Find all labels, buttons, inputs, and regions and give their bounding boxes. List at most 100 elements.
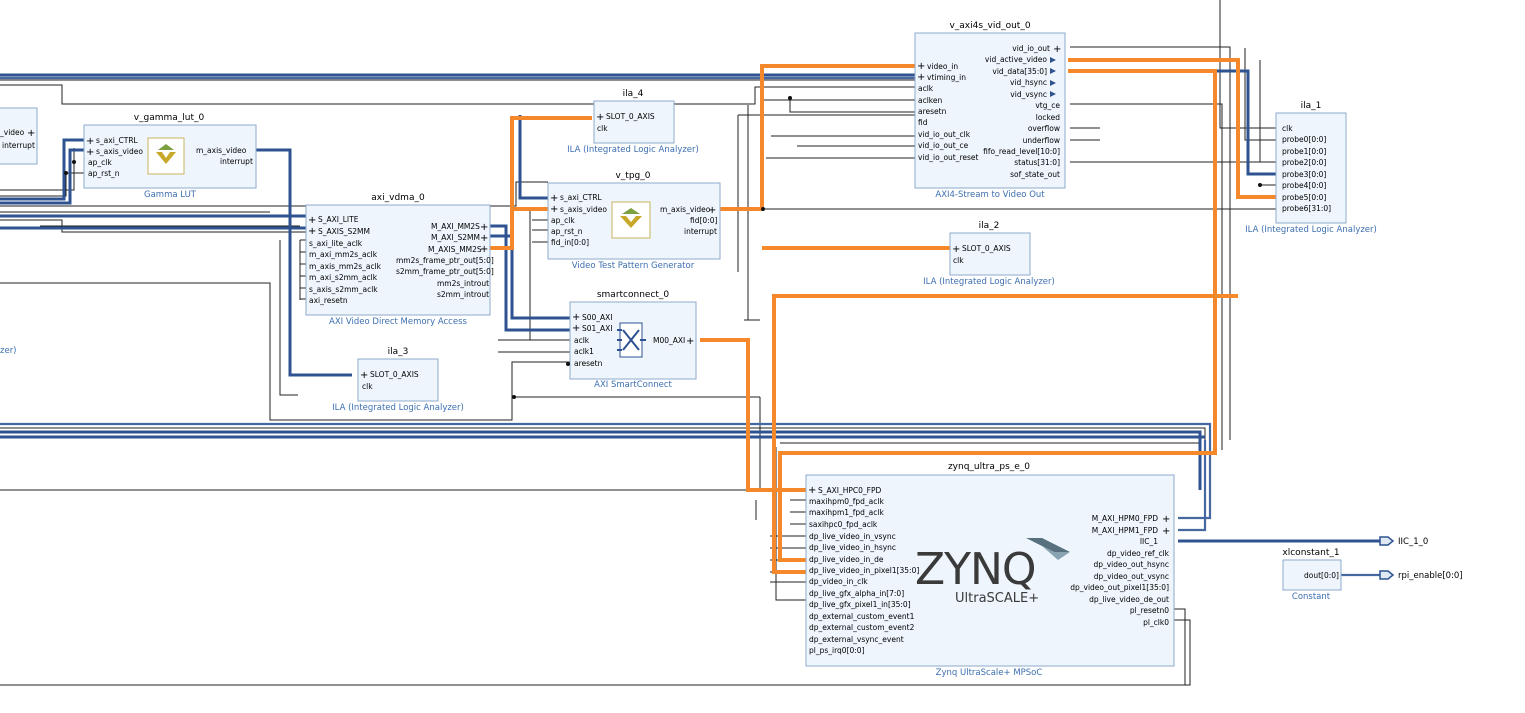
pin-m-axi-mm2s-aclk[interactable]: m_axi_mm2s_aclk <box>309 250 378 259</box>
block-xlconstant-1[interactable]: xlconstant_1 dout[0:0] Constant <box>1282 548 1342 602</box>
block-ila-4[interactable]: ila_4 SLOT_0_AXIS clk + ILA (Integrated … <box>567 89 699 155</box>
pin-underflow[interactable]: underflow <box>1023 136 1060 145</box>
pin-sof-state-out[interactable]: sof_state_out <box>1010 170 1060 179</box>
pin-vid-io-out-clk[interactable]: vid_io_out_clk <box>918 130 971 139</box>
pin-m00-axi[interactable]: M00_AXI <box>653 336 685 345</box>
pin-s-axis-video[interactable]: s_axis_video <box>96 147 143 156</box>
pin-s-axis-s2mm[interactable]: S_AXIS_S2MM <box>318 227 370 236</box>
pin-ap-clk[interactable]: ap_clk <box>551 216 575 225</box>
block-zynq-ultra-ps-e-0[interactable]: zynq_ultra_ps_e_0 + S_AXI_HPC0_FPD maxih… <box>805 462 1175 678</box>
block-v-gamma-lut-0[interactable]: v_gamma_lut_0 s_axi_CTRL s_axis_video ap… <box>83 113 257 200</box>
pin-m-axis-video[interactable]: m_axis_video <box>196 146 247 155</box>
block-ila-2[interactable]: ila_2 SLOT_0_AXIS clk + ILA (Integrated … <box>923 221 1055 287</box>
pin-aclk[interactable]: aclk <box>574 336 590 345</box>
pin-fid[interactable]: fid <box>918 118 928 127</box>
pin-mm2s-frame-ptr-out[interactable]: mm2s_frame_ptr_out[5:0] <box>396 256 494 265</box>
pin-s00-axi[interactable]: S00_AXI <box>582 313 613 322</box>
pin-clk[interactable]: clk <box>597 124 608 133</box>
pin-vid-active-video[interactable]: vid_active_video <box>985 55 1047 64</box>
pin-clk[interactable]: clk <box>953 256 964 265</box>
pin-s-axi-lite[interactable]: S_AXI_LITE <box>318 215 359 224</box>
pin-locked[interactable]: locked <box>1036 113 1060 122</box>
pin-vid-vsync[interactable]: vid_vsync <box>1010 90 1047 99</box>
pin-dp-live-video-in-hsync[interactable]: dp_live_video_in_hsync <box>809 543 896 552</box>
pin-iic-1[interactable]: IIC_1 <box>1140 537 1158 546</box>
pin-m-axis-mm2s[interactable]: M_AXIS_MM2S <box>428 245 482 254</box>
pin-s-axi-lite-aclk[interactable]: s_axi_lite_aclk <box>309 239 363 248</box>
pin-pl-resetn0[interactable]: pl_resetn0 <box>1130 606 1169 615</box>
pin-interrupt[interactable]: interrupt <box>220 157 253 166</box>
pin-vid-data[interactable]: vid_data[35:0] <box>992 67 1047 76</box>
pin-m-axi-hpm0-fpd[interactable]: M_AXI_HPM0_FPD <box>1092 514 1158 523</box>
block-smartconnect-0[interactable]: smartconnect_0 + + S00_AXI S01_AXI aclk … <box>569 290 697 390</box>
pin-overflow[interactable]: overflow <box>1028 124 1060 133</box>
pin-dp-live-gfx-pixel1-in[interactable]: dp_live_gfx_pixel1_in[35:0] <box>809 600 911 609</box>
pin-vtg-ce[interactable]: vtg_ce <box>1035 101 1060 110</box>
block-ila-3[interactable]: ila_3 SLOT_0_AXIS clk + ILA (Integrated … <box>332 347 464 413</box>
pin-dp-live-video-de-out[interactable]: dp_live_video_de_out <box>1089 595 1169 604</box>
pin-fid[interactable]: fid[0:0] <box>690 216 717 225</box>
pin-m-axi-mm2s[interactable]: M_AXI_MM2S <box>431 222 480 231</box>
pin-ap-rst-n[interactable]: ap_rst_n <box>551 227 583 236</box>
external-port-rpi-enable[interactable]: rpi_enable[0:0] <box>1379 570 1463 581</box>
pin-dp-live-gfx-alpha-in[interactable]: dp_live_gfx_alpha_in[7:0] <box>809 589 904 598</box>
pin-dp-live-video-in-de[interactable]: dp_live_video_in_de <box>809 555 884 564</box>
partial-block-left[interactable]: _video interrupt + zer) <box>0 107 38 356</box>
pin-saxihpc0-fpd-aclk[interactable]: saxihpc0_fpd_aclk <box>809 520 878 529</box>
pin-status[interactable]: status[31:0] <box>1014 158 1060 167</box>
pin-dp-video-out-pixel1[interactable]: dp_video_out_pixel1[35:0] <box>1070 583 1169 592</box>
block-axi-vdma-0[interactable]: axi_vdma_0 + + S_AXI_LITE S_AXIS_S2MM s_… <box>305 193 494 327</box>
pin-dp-live-video-in-pixel1[interactable]: dp_live_video_in_pixel1[35:0] <box>809 566 919 575</box>
pin-probe4[interactable]: probe4[0:0] <box>1282 181 1326 190</box>
block-v-axi4s-vid-out-0[interactable]: v_axi4s_vid_out_0 + + video_in vtiming_i… <box>914 21 1066 200</box>
pin-aclken[interactable]: aclken <box>918 96 942 105</box>
pin-vid-hsync[interactable]: vid_hsync <box>1010 78 1047 87</box>
pin-m-axi-s2mm-aclk[interactable]: m_axi_s2mm_aclk <box>309 273 378 282</box>
pin-probe2[interactable]: probe2[0:0] <box>1282 158 1326 167</box>
pin-maxihpm0-fpd-aclk[interactable]: maxihpm0_fpd_aclk <box>809 497 884 506</box>
pin-dp-video-ref-clk[interactable]: dp_video_ref_clk <box>1107 549 1170 558</box>
pin-axi-resetn[interactable]: axi_resetn <box>309 296 348 305</box>
pin-s-axi-ctrl[interactable]: s_axi_CTRL <box>560 193 603 202</box>
pin-interrupt[interactable]: interrupt <box>684 227 717 236</box>
pin-slot-0-axis[interactable]: SLOT_0_AXIS <box>606 112 655 121</box>
pin-aclk1[interactable]: aclk1 <box>574 347 594 356</box>
pin-clk[interactable]: clk <box>1282 124 1293 133</box>
pin-aresetn[interactable]: aresetn <box>574 359 603 368</box>
pin-vid-io-out-reset[interactable]: vid_io_out_reset <box>918 153 979 162</box>
pin-s-axi-ctrl[interactable]: s_axi_CTRL <box>96 136 139 145</box>
pin-slot-0-axis[interactable]: SLOT_0_AXIS <box>370 370 419 379</box>
pin-ap-rst-n[interactable]: ap_rst_n <box>88 169 120 178</box>
pin-s-axis-s2mm-aclk[interactable]: s_axis_s2mm_aclk <box>309 285 378 294</box>
block-ila-1[interactable]: ila_1 clk probe0[0:0] probe1[0:0] probe2… <box>1245 101 1377 235</box>
pin-dp-video-out-vsync[interactable]: dp_video_out_vsync <box>1094 572 1169 581</box>
pin-maxihpm1-fpd-aclk[interactable]: maxihpm1_fpd_aclk <box>809 508 884 517</box>
pin-vtiming-in[interactable]: vtiming_in <box>927 73 966 82</box>
pin-pl-ps-irq0[interactable]: pl_ps_irq0[0:0] <box>809 646 865 655</box>
pin-m-axi-s2mm[interactable]: M_AXI_S2MM <box>431 233 480 242</box>
pin-m-axis-mm2s-aclk[interactable]: m_axis_mm2s_aclk <box>309 262 382 271</box>
pin-m-axi-hpm1-fpd[interactable]: M_AXI_HPM1_FPD <box>1092 526 1158 535</box>
pin-probe3[interactable]: probe3[0:0] <box>1282 170 1326 179</box>
pin-dp-video-out-hsync[interactable]: dp_video_out_hsync <box>1093 560 1169 569</box>
pin-vid-io-out-ce[interactable]: vid_io_out_ce <box>918 141 969 150</box>
pin-m-axis-video[interactable]: m_axis_video <box>660 205 711 214</box>
pin-dp-external-custom-event2[interactable]: dp_external_custom_event2 <box>809 623 915 632</box>
pin-s-axi-hpc0-fpd[interactable]: S_AXI_HPC0_FPD <box>818 486 881 495</box>
pin-dp-external-vsync-event[interactable]: dp_external_vsync_event <box>809 635 904 644</box>
pin-mm2s-introut[interactable]: mm2s_introut <box>437 279 489 288</box>
pin-clk[interactable]: clk <box>362 382 373 391</box>
pin-fifo-read-level[interactable]: fifo_read_level[10:0] <box>983 147 1060 156</box>
pin-fid-in[interactable]: fid_in[0:0] <box>551 238 589 247</box>
external-port-iic[interactable]: IIC_1_0 <box>1379 536 1428 547</box>
pin-probe1[interactable]: probe1[0:0] <box>1282 147 1326 156</box>
pin-ap-clk[interactable]: ap_clk <box>88 158 112 167</box>
pin-s01-axi[interactable]: S01_AXI <box>582 324 613 333</box>
pin-s-axis-video[interactable]: s_axis_video <box>560 205 607 214</box>
pin-dp-video-in-clk[interactable]: dp_video_in_clk <box>809 577 868 586</box>
block-v-tpg-0[interactable]: v_tpg_0 + + s_axi_CTRL s_axis_video ap_c… <box>547 171 721 271</box>
pin-slot-0-axis[interactable]: SLOT_0_AXIS <box>962 244 1011 253</box>
pin-probe6[interactable]: probe6[31:0] <box>1282 204 1331 213</box>
pin-s2mm-frame-ptr-out[interactable]: s2mm_frame_ptr_out[5:0] <box>396 267 494 276</box>
